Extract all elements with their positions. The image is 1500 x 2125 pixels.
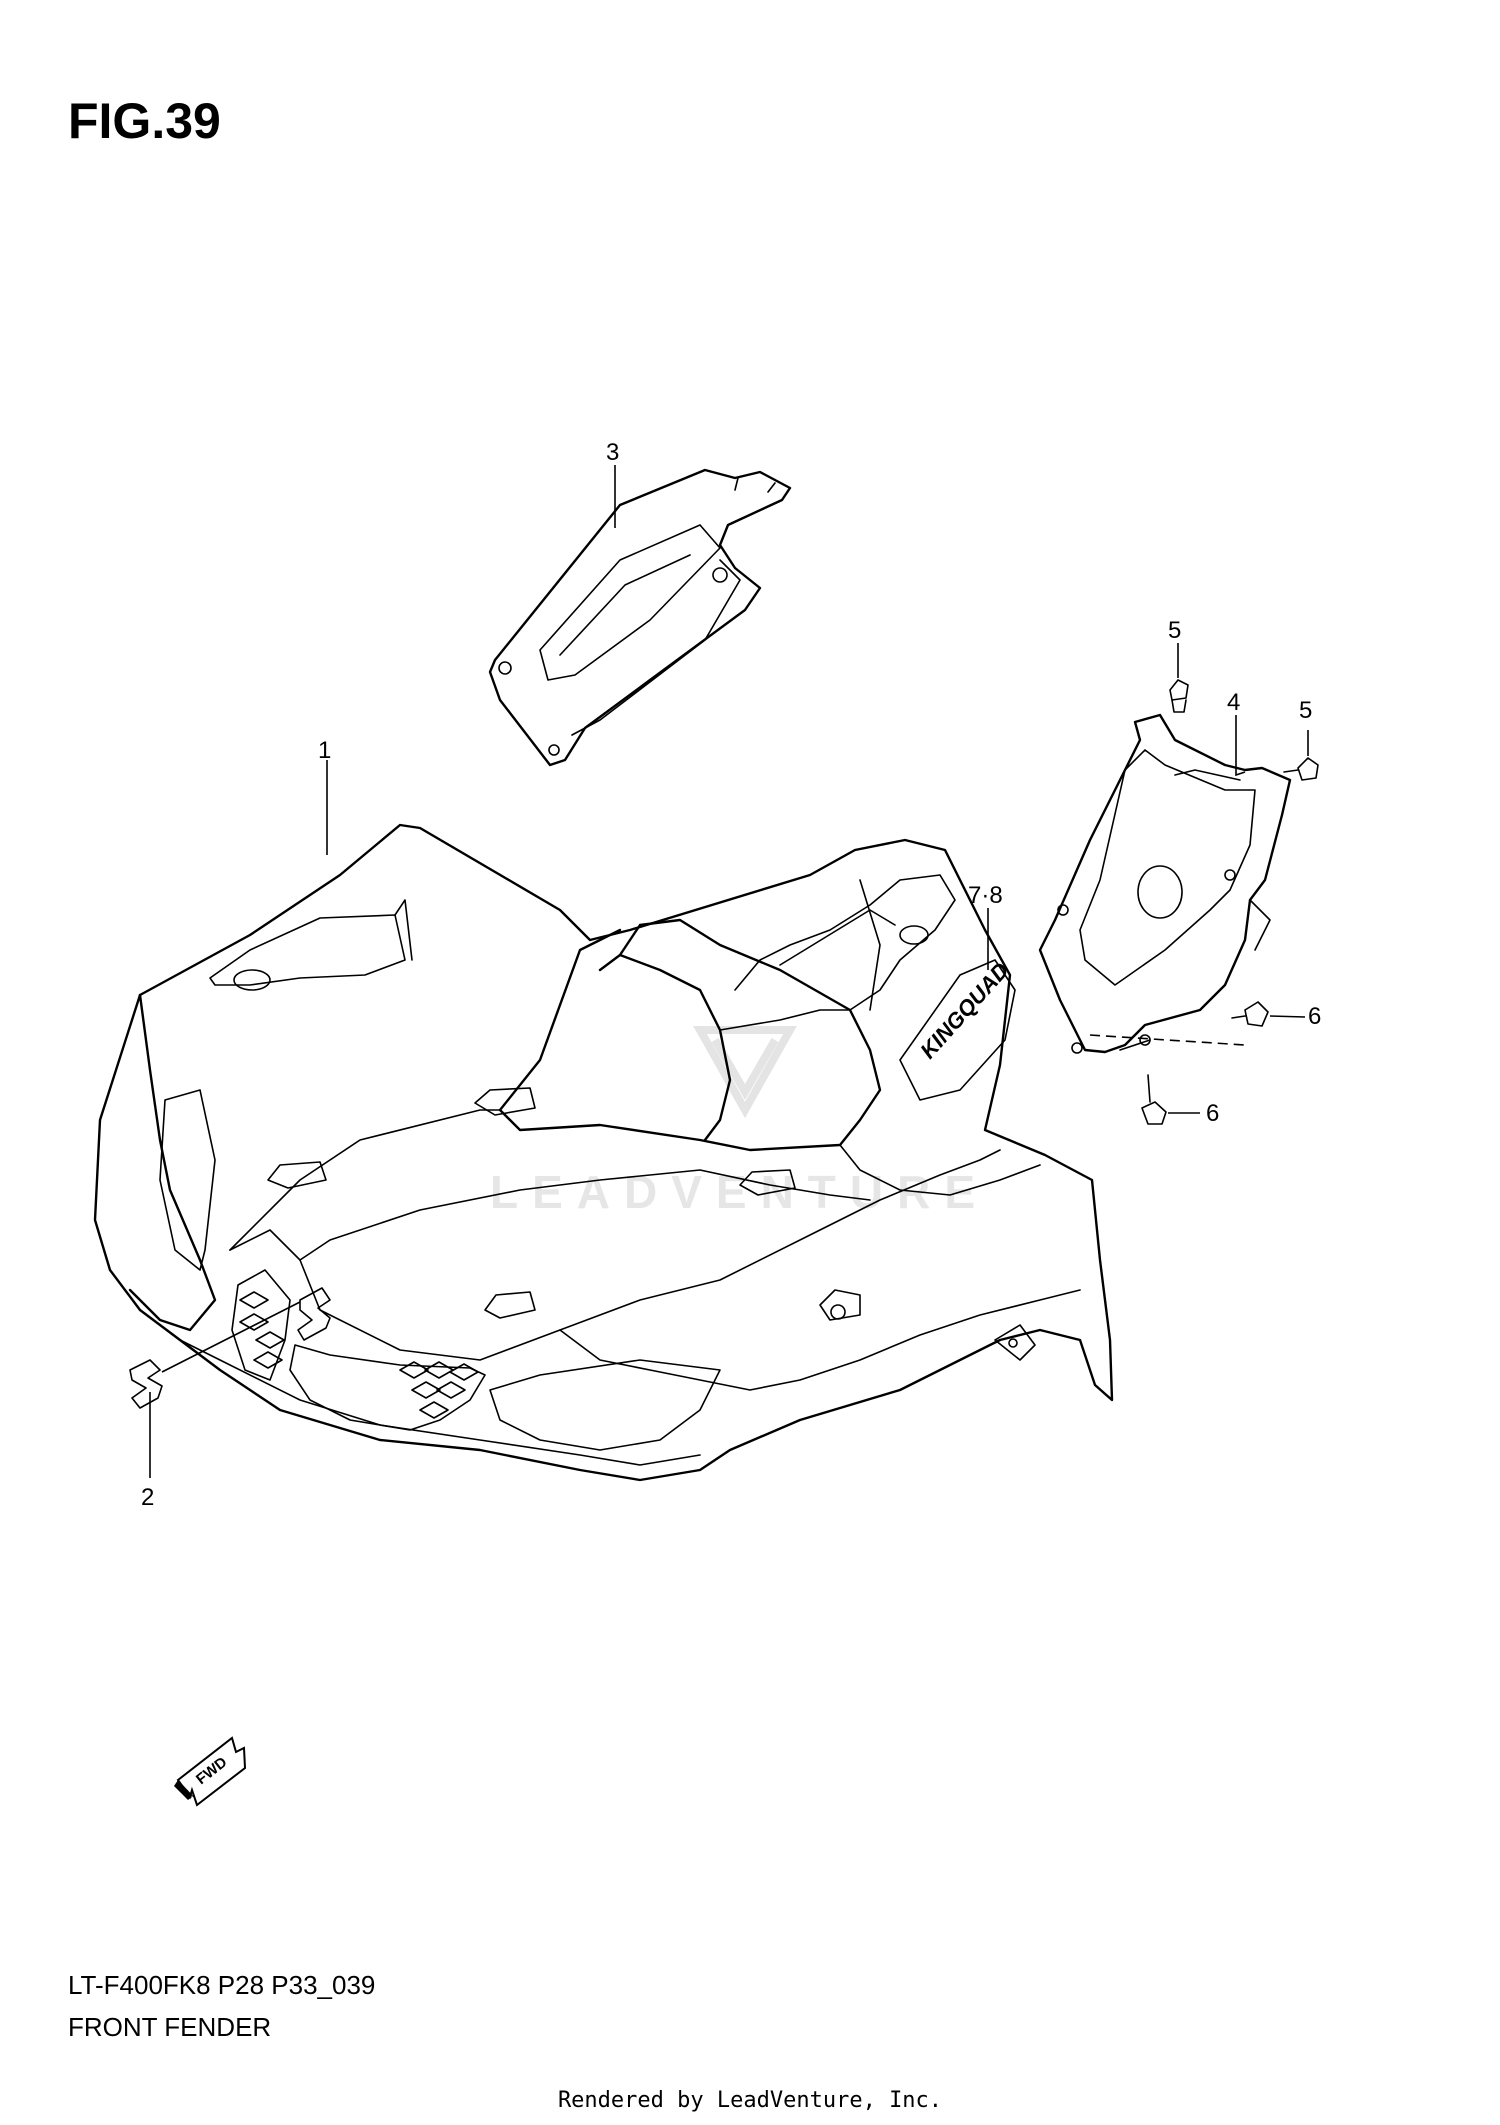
leader-lines <box>149 465 1309 1478</box>
callout-2: 2 <box>141 1484 154 1511</box>
callout-7-8: 7·8 <box>968 882 1003 909</box>
part-5-clip-upper <box>1169 679 1189 713</box>
callout-1: 1 <box>318 737 331 764</box>
part-2-emblem <box>129 1287 331 1409</box>
callout-4: 4 <box>1227 689 1240 716</box>
model-code: LT-F400FK8 P28 P33_039 <box>68 1970 376 2000</box>
callout-5-right: 5 <box>1299 697 1312 724</box>
part-4-side-panel <box>1038 713 1292 1054</box>
callout-5-upper: 5 <box>1168 617 1181 644</box>
part-6-bolt-right <box>1231 1001 1269 1027</box>
part-3-inner-panel <box>488 468 792 767</box>
callout-6-lower: 6 <box>1206 1100 1219 1127</box>
figure-title: FIG.39 <box>68 93 221 149</box>
part-1-front-fender: KINGQUAD <box>93 823 1114 1482</box>
watermark: LEADVENTURE <box>490 1026 989 1218</box>
fwd-arrow-icon: FWD <box>174 1736 247 1807</box>
part-6-bolt-lower <box>1141 1074 1167 1125</box>
part-5-clip-right <box>1283 757 1319 781</box>
rendered-by-credit: Rendered by LeadVenture, Inc. <box>557 2088 943 2113</box>
watermark-text: LEADVENTURE <box>490 1166 989 1218</box>
section-name: FRONT FENDER <box>68 2012 272 2042</box>
callout-6-right: 6 <box>1308 1003 1321 1030</box>
callout-3: 3 <box>606 439 619 466</box>
